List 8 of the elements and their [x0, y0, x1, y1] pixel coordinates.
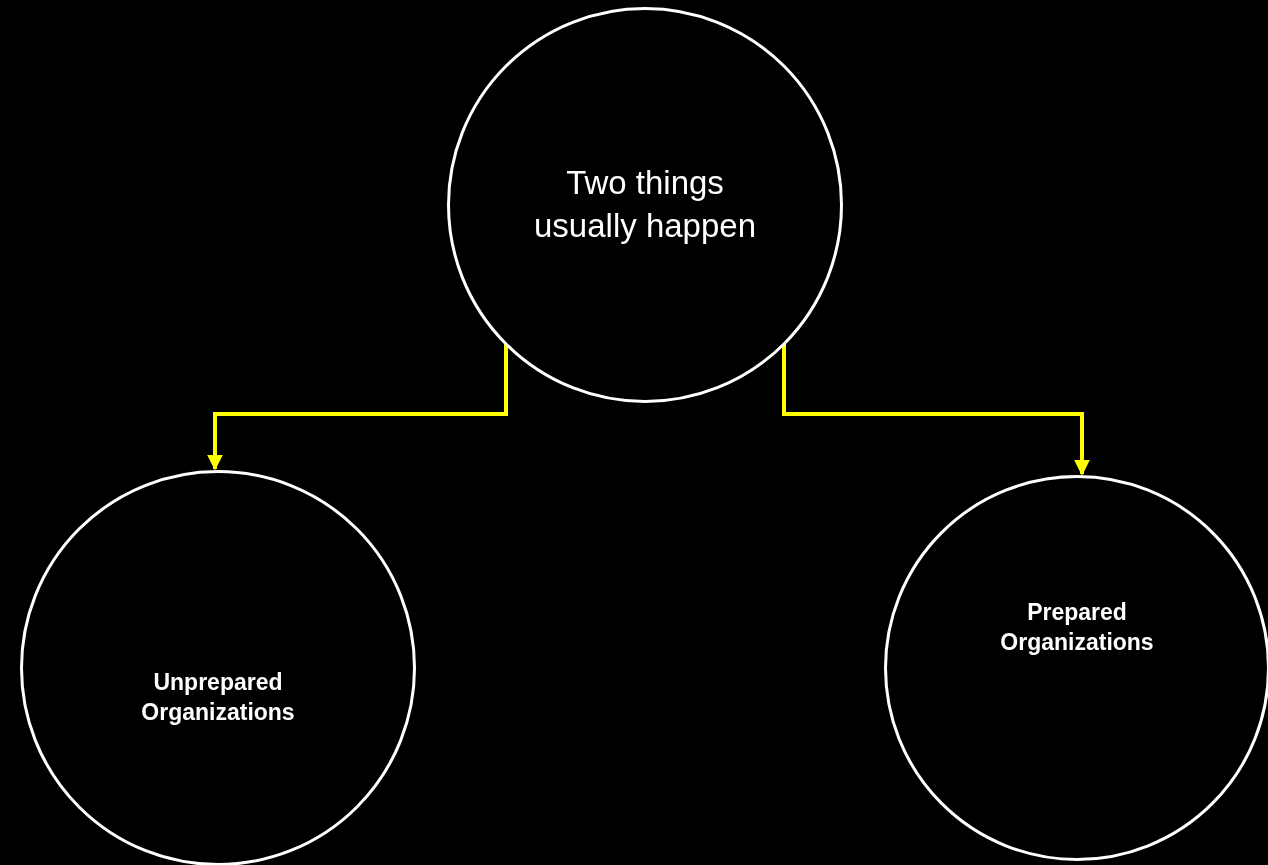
connector-arrow	[207, 344, 508, 471]
circle-node	[884, 475, 1268, 861]
circle-node	[20, 470, 416, 865]
node-label: Two things usually happen	[533, 163, 757, 246]
connector-arrow	[782, 344, 1090, 476]
node-label: Unprepared Organizations	[140, 668, 296, 727]
circle-node	[447, 7, 843, 403]
node-label: Prepared Organizations	[999, 598, 1155, 657]
